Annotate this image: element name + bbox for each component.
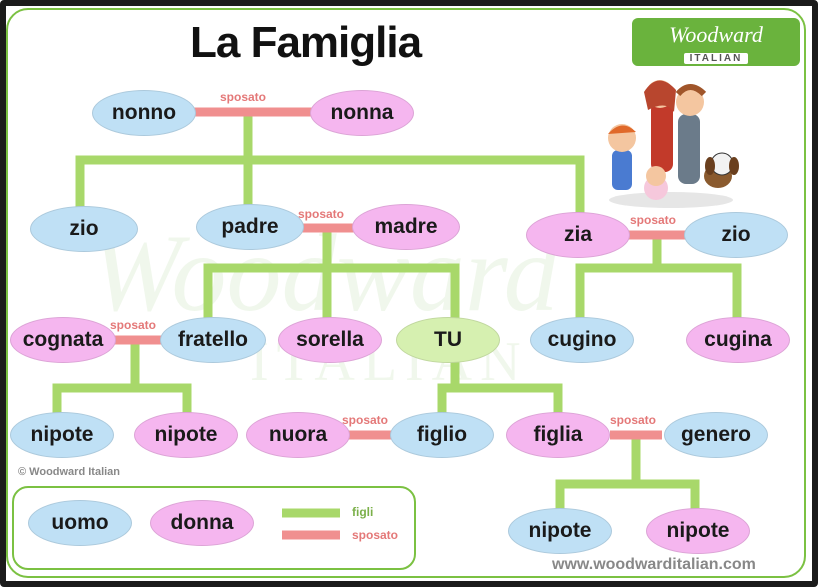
legend-sposato-label: sposato [352,528,399,542]
figli-line-zia [575,230,742,323]
figli-line-parents [203,223,460,325]
legend-uomo: uomo [28,500,132,546]
node-nuora: nuora [246,412,350,458]
sposato-label-figlia-genero: sposato [610,413,657,427]
figli-line-figlia [555,430,700,515]
sposato-label-nuora-figlio: sposato [342,413,389,427]
figli-line-tu [437,357,563,417]
node-padre: padre [196,204,304,250]
node-sorella: sorella [278,317,382,363]
website-url: www.woodwarditalian.com [552,556,756,573]
node-zio-left: zio [30,206,138,252]
sposato-label-zia-zio: sposato [630,213,677,227]
node-nonna: nonna [310,90,414,136]
cartoon-family-illustration [608,80,739,208]
page-title: La Famiglia [190,18,422,67]
node-cugino: cugino [530,317,634,363]
sposato-label-cognata-fratello: sposato [110,318,157,332]
node-tu: TU [396,317,500,363]
figli-line-grandparents [75,113,585,217]
node-nonno: nonno [92,90,196,136]
node-cognata: cognata [10,317,116,363]
copyright: © Woodward Italian [18,466,121,478]
legend-figli-label: figli [352,505,374,519]
logo-sub: ITALIAN [683,53,749,64]
node-zio-right: zio [684,212,788,258]
legend-donna: donna [150,500,254,546]
node-figlia: figlia [506,412,610,458]
node-nipote-1: nipote [10,412,114,458]
logo-brand: Woodward [669,22,763,47]
node-madre: madre [352,204,460,250]
node-nipote-2: nipote [134,412,238,458]
node-fratello: fratello [160,317,266,363]
node-nipote-3: nipote [508,508,612,554]
node-figlio: figlio [390,412,494,458]
woodward-logo: Woodward ITALIAN [632,18,800,66]
node-zia: zia [526,212,630,258]
legend [12,486,416,570]
sposato-label-nonni: sposato [220,90,267,104]
figli-line-fratello [52,335,192,419]
node-cugina: cugina [686,317,790,363]
node-nipote-4: nipote [646,508,750,554]
node-genero: genero [664,412,768,458]
sposato-label-padre-madre: sposato [298,207,345,221]
